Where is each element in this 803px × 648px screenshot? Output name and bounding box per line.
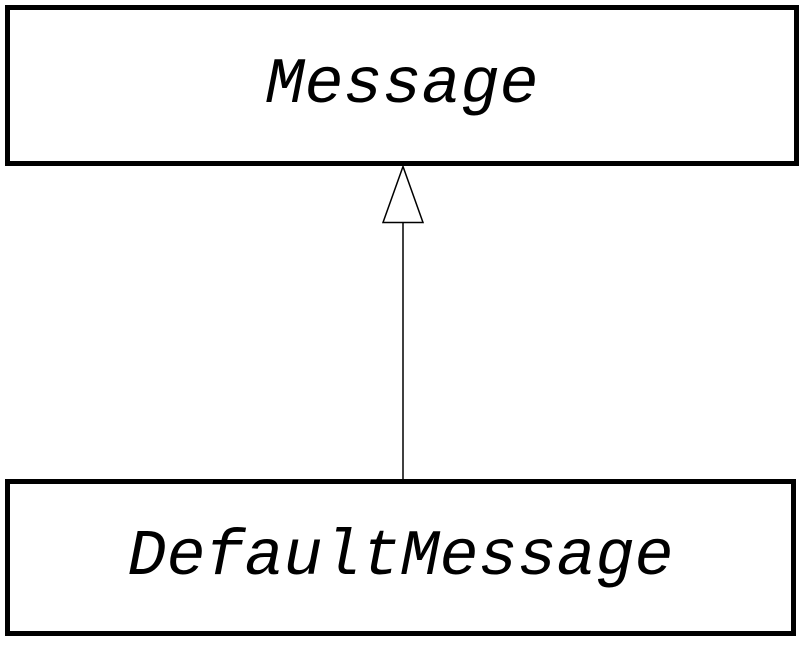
hollow-triangle-icon <box>381 164 425 224</box>
class-box-defaultmessage: DefaultMessage <box>5 479 796 636</box>
class-name-defaultmessage: DefaultMessage <box>127 520 674 594</box>
class-name-message: Message <box>265 48 539 122</box>
class-box-message: Message <box>5 5 799 166</box>
